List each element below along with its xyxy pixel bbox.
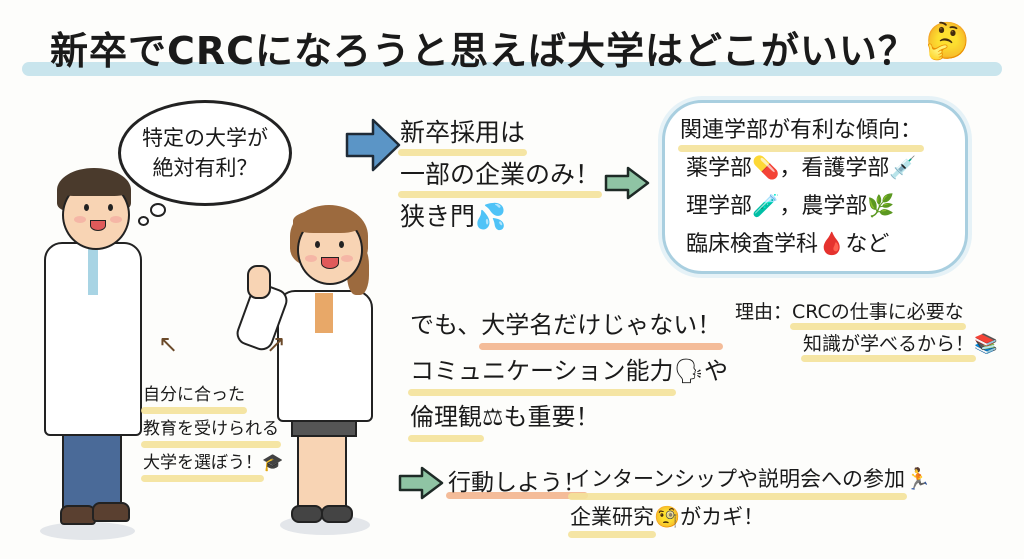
related-departments-text: 関連学部が有利な傾向： 薬学部💊，看護学部💉 理学部🧪，農学部🌿 臨床検査学科🩸…: [677, 112, 925, 264]
male-doctor-illustration: [0, 168, 150, 550]
hiring-note: 新卒採用は 一部の企業のみ！ 狭き門💦: [397, 112, 603, 238]
action-line-2-suffix: がカギ！: [680, 505, 765, 529]
skills-prefix: でも、: [410, 311, 482, 339]
title-underline-band: [22, 62, 1002, 76]
green-arrow-icon: [398, 466, 444, 500]
blue-arrow-icon: [345, 118, 401, 172]
reason-line-1: CRCの仕事に必要な: [790, 296, 966, 330]
runner-icon: 🏃: [904, 467, 932, 491]
edu-line-2: 教育を受けられる: [141, 412, 281, 448]
action-label-text: 行動しよう！: [446, 463, 588, 499]
sweat-droplets-icon: 💦: [475, 202, 507, 231]
action-label: 行動しよう！: [446, 463, 588, 499]
education-arrows: ↖ ↗: [158, 330, 326, 358]
department-row: 臨床検査学科🩸など: [686, 232, 890, 257]
bubble-line-2: 絶対有利？: [152, 156, 258, 180]
edu-line-3: 大学を選ぼう！: [141, 446, 264, 482]
thinking-face-icon: 🤔: [925, 21, 970, 62]
skills-conjunction: や: [704, 357, 728, 385]
communication-skill: コミュニケーション能力: [408, 348, 676, 396]
page-title: 新卒でCRCになろうと思えば大学はどこがいい？: [50, 29, 917, 73]
hiring-line-1: 新卒採用は: [397, 112, 528, 156]
thought-dot: [150, 203, 166, 217]
skills-important: も重要！: [503, 403, 600, 431]
departments-heading: 関連学部が有利な傾向：: [677, 112, 925, 152]
action-line-1: インターンシップや説明会への参加: [568, 460, 907, 500]
ethics-skill: 倫理観: [408, 394, 484, 442]
department-row: 理学部🧪，農学部🌿: [686, 194, 895, 219]
department-row: 薬学部💊，看護学部💉: [686, 156, 917, 181]
reason-note: 理由：CRCの仕事に必要な 知識が学べるから！📚: [735, 296, 998, 362]
reason-label: 理由：: [735, 301, 793, 323]
curved-arrow-icon: ↖ ↗: [158, 330, 326, 358]
related-departments-cloud: [662, 100, 968, 274]
reason-line-2: 知識が学べるから！: [800, 328, 977, 362]
education-note: 自分に合った 教育を受けられる 大学を選ぼう！🎓: [141, 378, 284, 482]
green-arrow-icon: [604, 166, 650, 200]
bubble-line-1: 特定の大学が: [142, 126, 268, 150]
graduation-cap-icon: 🎓: [262, 453, 284, 473]
speaking-head-icon: 🗣: [673, 357, 704, 385]
books-icon: 📚: [974, 333, 998, 355]
hiring-line-2: 一部の企業のみ！: [397, 154, 603, 198]
scales-icon: ⚖: [482, 403, 504, 431]
action-description: インターンシップや説明会への参加🏃 企業研究🧐がカギ！: [568, 460, 932, 538]
skills-highlight: 大学名だけじゃない！: [479, 302, 724, 350]
hiring-line-3: 狭き門: [400, 202, 476, 231]
edu-line-1: 自分に合った: [141, 378, 247, 414]
monocle-face-icon: 🧐: [654, 505, 681, 529]
skills-note: でも、大学名だけじゃない！ コミュニケーション能力🗣や 倫理観⚖も重要！: [408, 302, 728, 442]
thought-dot: [138, 216, 149, 226]
action-line-2: 企業研究: [568, 498, 656, 538]
speech-bubble: 特定の大学が 絶対有利？: [118, 100, 292, 206]
female-doctor-illustration: [233, 195, 410, 550]
